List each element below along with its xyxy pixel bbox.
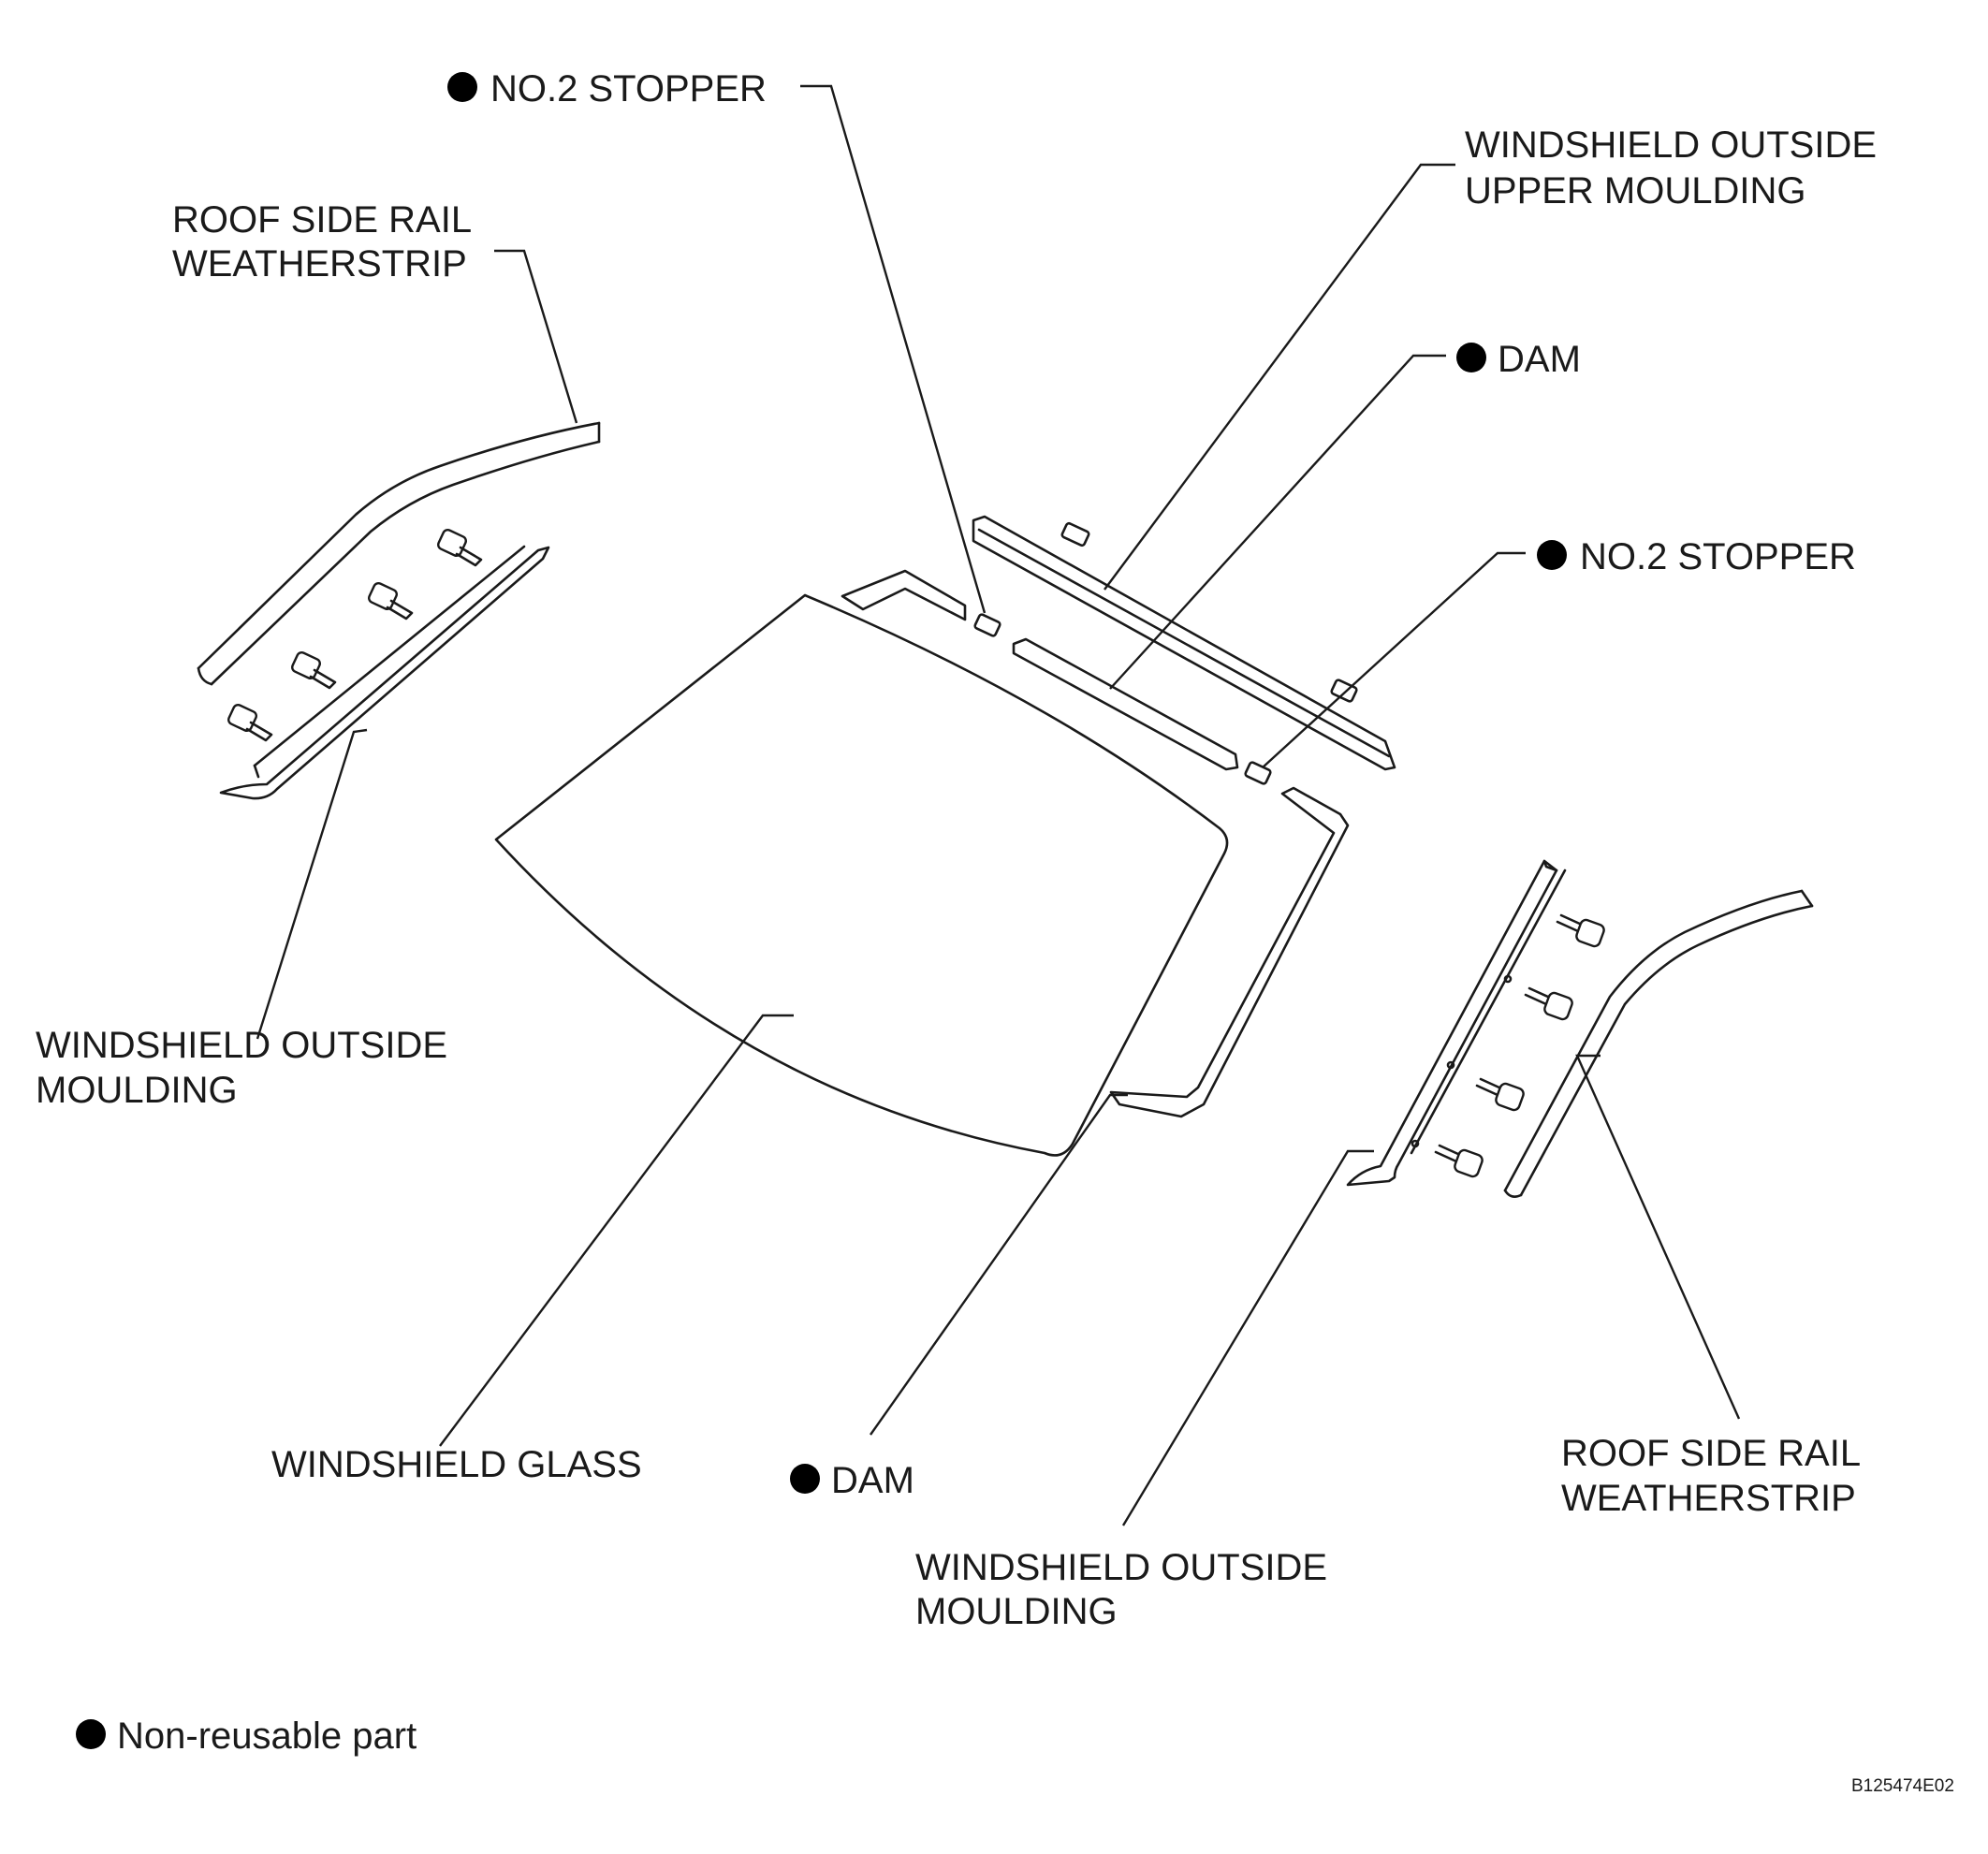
svg-text:WINDSHIELD OUTSIDE: WINDSHIELD OUTSIDE bbox=[36, 1025, 447, 1066]
label-dam-bottom: DAM bbox=[790, 1460, 914, 1501]
label-no2-stopper-right: NO.2 STOPPER bbox=[1537, 536, 1856, 577]
svg-text:MOULDING: MOULDING bbox=[36, 1070, 238, 1111]
label-windshield-glass: WINDSHIELD GLASS bbox=[271, 1444, 642, 1485]
dam-upper-left-piece bbox=[841, 569, 967, 621]
non-reusable-dot bbox=[447, 72, 477, 102]
svg-text:ROOF SIDE RAIL: ROOF SIDE RAIL bbox=[1561, 1433, 1861, 1474]
label-windshield-outside-moulding-right: WINDSHIELD OUTSIDE MOULDING bbox=[915, 1547, 1327, 1632]
leader-moulding-right bbox=[1121, 1149, 1374, 1526]
label-windshield-outside-moulding-left: WINDSHIELD OUTSIDE MOULDING bbox=[36, 1025, 447, 1111]
roof-side-rail-weatherstrip-right-part bbox=[1503, 889, 1814, 1198]
windshield-outside-moulding-right-part bbox=[1346, 859, 1567, 1187]
clip-right-piece bbox=[1330, 679, 1358, 703]
label-roof-side-rail-weatherstrip-right: ROOF SIDE RAIL WEATHERSTRIP bbox=[1561, 1433, 1861, 1519]
leader-windshield-glass bbox=[439, 1014, 794, 1447]
leader-dam-bottom bbox=[870, 1093, 1128, 1436]
leader-moulding-left bbox=[256, 728, 368, 1040]
bolt-left-1 bbox=[437, 528, 483, 567]
svg-text:WINDSHIELD OUTSIDE: WINDSHIELD OUTSIDE bbox=[915, 1547, 1327, 1588]
non-reusable-dot bbox=[790, 1464, 820, 1494]
bolt-left-2 bbox=[368, 581, 414, 620]
windshield-outside-upper-moulding-part bbox=[972, 515, 1396, 771]
figure-code: B125474E02 bbox=[1851, 1776, 1954, 1796]
label-windshield-outside-upper-moulding: WINDSHIELD OUTSIDE UPPER MOULDING bbox=[1465, 124, 1877, 212]
leader-dam-top bbox=[1109, 354, 1446, 690]
bolt-right-4 bbox=[1434, 1144, 1484, 1178]
svg-text:DAM: DAM bbox=[1498, 339, 1581, 380]
leader-no2-stopper-right bbox=[1262, 551, 1526, 768]
legend: Non-reusable part bbox=[76, 1715, 417, 1757]
leader-upper-moulding bbox=[1104, 163, 1455, 591]
bolt-right-2 bbox=[1524, 986, 1573, 1021]
non-reusable-dot bbox=[1537, 540, 1567, 570]
label-dam-top: DAM bbox=[1456, 339, 1581, 380]
dam-right-piece bbox=[1109, 786, 1350, 1118]
non-reusable-dot bbox=[1456, 343, 1486, 372]
svg-text:ROOF SIDE RAIL: ROOF SIDE RAIL bbox=[172, 199, 472, 241]
svg-text:WINDSHIELD OUTSIDE: WINDSHIELD OUTSIDE bbox=[1465, 124, 1877, 166]
legend-label: Non-reusable part bbox=[117, 1715, 417, 1757]
bolt-left-4 bbox=[227, 703, 273, 742]
label-no2-stopper-top: NO.2 STOPPER bbox=[447, 68, 767, 109]
label-roof-side-rail-weatherstrip-left: ROOF SIDE RAIL WEATHERSTRIP bbox=[172, 199, 472, 285]
windshield-glass-part bbox=[494, 593, 1229, 1157]
bolt-right-1 bbox=[1556, 913, 1605, 948]
bolt-left-3 bbox=[291, 650, 337, 690]
no2-stopper-right-piece bbox=[1244, 761, 1272, 785]
svg-text:WINDSHIELD GLASS: WINDSHIELD GLASS bbox=[271, 1444, 642, 1485]
no2-stopper-left-piece bbox=[973, 613, 1001, 637]
clip-top-piece bbox=[1060, 521, 1090, 547]
svg-text:WEATHERSTRIP: WEATHERSTRIP bbox=[172, 243, 467, 285]
leader-no2-stopper-top bbox=[800, 84, 987, 614]
svg-text:DAM: DAM bbox=[831, 1460, 914, 1501]
svg-text:UPPER MOULDING: UPPER MOULDING bbox=[1465, 170, 1806, 212]
legend-dot bbox=[76, 1719, 106, 1749]
leader-roof-rail-right bbox=[1575, 1054, 1741, 1420]
bolt-right-3 bbox=[1475, 1077, 1525, 1112]
svg-text:NO.2 STOPPER: NO.2 STOPPER bbox=[490, 68, 767, 109]
svg-text:MOULDING: MOULDING bbox=[915, 1591, 1118, 1632]
windshield-outside-moulding-left-part bbox=[219, 545, 550, 800]
dam-upper-center-piece bbox=[1012, 637, 1239, 771]
svg-text:WEATHERSTRIP: WEATHERSTRIP bbox=[1561, 1478, 1856, 1519]
leader-roof-rail-left bbox=[494, 249, 578, 424]
roof-side-rail-weatherstrip-left-part bbox=[197, 421, 601, 686]
svg-text:NO.2 STOPPER: NO.2 STOPPER bbox=[1580, 536, 1856, 577]
leader-lines bbox=[256, 84, 1741, 1526]
